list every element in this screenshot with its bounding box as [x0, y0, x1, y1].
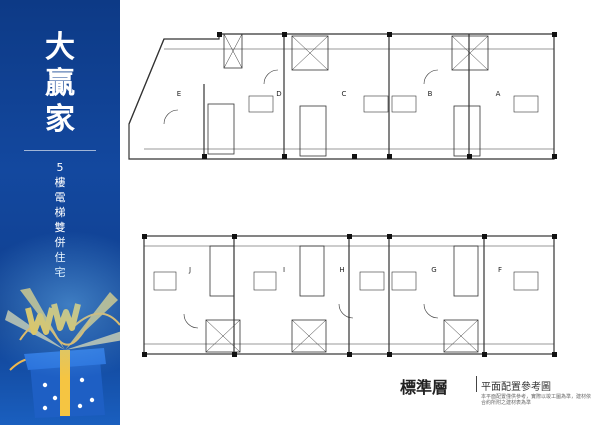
tagline-char: 5 [56, 161, 64, 174]
unit-label: B [428, 90, 433, 98]
tagline-char: 雙 [54, 221, 66, 234]
unit-label: D [276, 90, 281, 98]
tagline-char: 宅 [54, 266, 66, 279]
unit-label: H [339, 266, 344, 274]
floor-type-title: 標準層 [400, 378, 449, 397]
unit-label: J [188, 266, 191, 274]
tagline-char: 住 [54, 251, 66, 264]
unit-label: E [177, 90, 181, 98]
tagline: 5 樓 電 梯 雙 併 住 宅 [52, 160, 68, 280]
tagline-char: 梯 [54, 206, 66, 219]
unit-label: F [498, 266, 502, 274]
bottom-plan-columns [142, 234, 557, 357]
gift-box-icon [24, 348, 106, 418]
ww-letters-icon [25, 303, 81, 335]
brand-char-1: 大 [45, 30, 75, 65]
side-panel: 大 贏 家 5 樓 電 梯 雙 併 住 宅 [0, 0, 120, 425]
unit-label: A [496, 90, 501, 98]
gift-box-illustration [5, 288, 120, 418]
tagline-char: 併 [54, 236, 66, 249]
floor-plan-subtitle: 平面配置參考圖 [481, 382, 551, 393]
divider-line [24, 150, 96, 151]
unit-label: C [342, 90, 347, 98]
bottom-floor-plan [143, 235, 555, 355]
brand-char-2: 贏 [45, 66, 75, 101]
disclaimer-note: 本平面配置僅供參考，實際以竣工圖為準，建材依合約所附之建材表為準 [481, 394, 592, 406]
top-plan-columns [202, 32, 557, 159]
tagline-char: 樓 [54, 176, 66, 189]
bottom-unit-labels: J I H G F [188, 266, 502, 274]
footer-divider [476, 376, 477, 392]
top-floor-plan [128, 33, 555, 160]
brand-title: 大 贏 家 [18, 30, 102, 138]
unit-label: I [283, 266, 285, 274]
ribbon-icon [9, 312, 120, 371]
brand-char-3: 家 [45, 102, 75, 137]
burst-rays-icon [5, 288, 120, 350]
top-unit-labels: E D C B A [177, 90, 501, 98]
unit-label: G [431, 266, 436, 274]
floor-plan-diagram: E D C B A [128, 32, 557, 357]
tagline-char: 電 [54, 191, 66, 204]
